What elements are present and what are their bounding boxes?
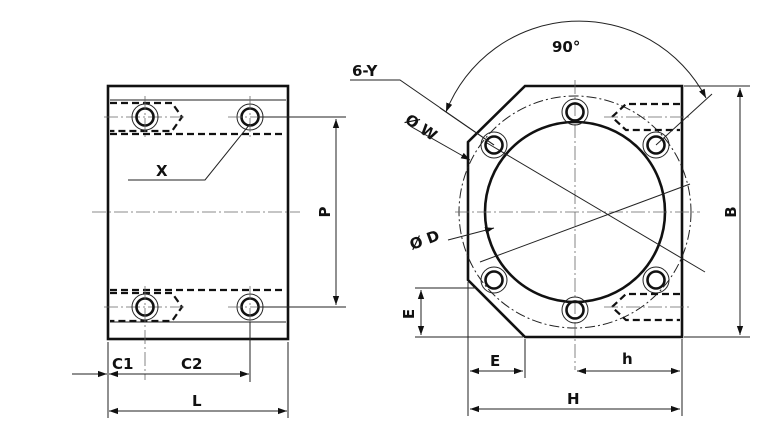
side-view-outline [106, 84, 290, 341]
bolt-hole-lower-right [646, 270, 666, 290]
label-angle: 90° [552, 38, 580, 56]
label-e-horizontal: E [490, 352, 500, 370]
label-b: B [722, 206, 740, 217]
front-diagonal-centerline-2 [479, 183, 691, 263]
angle-extension-right [655, 93, 713, 146]
front-diagonal-centerline-1 [486, 142, 706, 273]
angle-arc [445, 20, 707, 113]
bolt-hole-lower-left-ring [480, 266, 508, 294]
w-leader-line [409, 125, 471, 161]
label-c2: C2 [181, 355, 202, 373]
label-e-vertical: E [400, 309, 418, 319]
label-y-holes: 6-Y [352, 62, 378, 80]
bolt-hole-lower-left [484, 270, 504, 290]
y-holes-leader-line [350, 79, 495, 146]
bolt-hole-upper-left [484, 135, 504, 155]
side-view: X P C1 C2 L [72, 84, 346, 418]
d-leader-line [447, 227, 495, 241]
front-view-outline [466, 84, 684, 339]
bolt-hole-upper-right [646, 135, 666, 155]
bolt-hole-upper-left-ring [480, 131, 508, 159]
x-leader-line [128, 123, 251, 181]
lower-side-threaded-hole [610, 292, 680, 322]
bolt-hole-bottom [565, 300, 585, 320]
front-view: 90° 6-Y Ø W Ø D B E E h H [350, 20, 750, 416]
label-l: L [192, 392, 202, 410]
label-x: X [156, 162, 168, 180]
bolt-hole-upper-right-ring [642, 131, 670, 159]
label-d: Ø D [407, 226, 442, 253]
label-h-large: H [567, 390, 580, 408]
label-p: P [316, 207, 334, 218]
label-c1: C1 [112, 355, 133, 373]
bolt-hole-bottom-ring [561, 296, 589, 324]
label-h-small: h [622, 350, 633, 368]
